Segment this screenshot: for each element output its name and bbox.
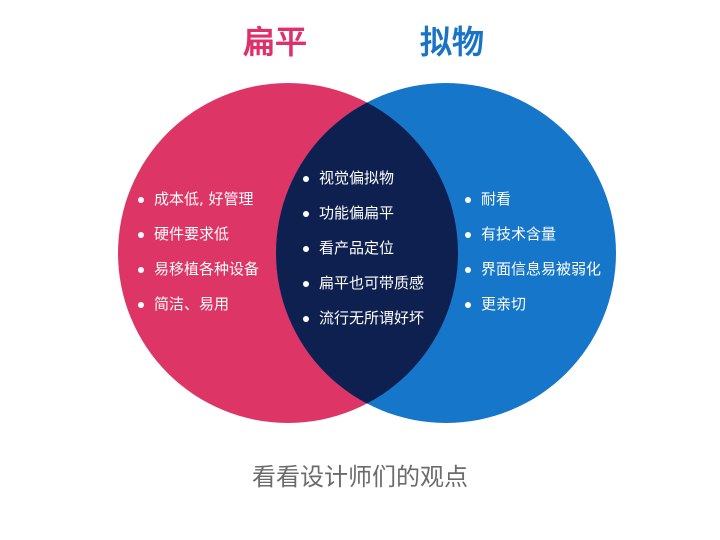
bullet-icon [465,197,471,203]
bullet-icon [465,267,471,273]
skeuomorphic-design-points: 耐看 有技术含量 界面信息易被弱化 更亲切 [465,182,601,322]
list-item-text: 更亲切 [481,295,527,313]
flat-design-title: 扁平 [243,23,308,61]
list-item-text: 界面信息易被弱化 [481,260,602,278]
list-item: 流行无所谓好坏 [303,301,424,336]
list-item-text: 耐看 [481,190,512,208]
list-item-text: 易移植各种设备 [154,260,260,278]
flat-design-points: 成本低, 好管理 硬件要求低 易移植各种设备 简洁、易用 [138,182,259,322]
bullet-icon [465,302,471,308]
list-item: 扁平也可带质感 [303,266,424,301]
overlap-region [276,83,458,423]
list-item: 易移植各种设备 [138,252,259,287]
list-item: 简洁、易用 [138,287,259,322]
bullet-icon [303,316,309,322]
list-item: 更亲切 [465,287,601,322]
list-item-text: 看产品定位 [319,239,395,257]
list-item-text: 有技术含量 [481,225,557,243]
bullet-icon [303,246,309,252]
list-item: 功能偏扁平 [303,196,424,231]
list-item-text: 硬件要求低 [154,225,230,243]
list-item-text: 扁平也可带质感 [319,274,425,292]
list-item-text: 视觉偏拟物 [319,169,395,187]
bullet-icon [303,281,309,287]
list-item: 成本低, 好管理 [138,182,259,217]
caption: 看看设计师们的观点 [252,463,468,491]
bullet-icon [138,302,144,308]
list-item: 视觉偏拟物 [303,161,424,196]
list-item: 界面信息易被弱化 [465,252,601,287]
bullet-icon [303,211,309,217]
overlap-points: 视觉偏拟物 功能偏扁平 看产品定位 扁平也可带质感 流行无所谓好坏 [303,161,424,336]
list-item-text: 成本低, 好管理 [154,190,254,208]
list-item: 硬件要求低 [138,217,259,252]
bullet-icon [138,197,144,203]
bullet-icon [138,232,144,238]
bullet-icon [465,232,471,238]
list-item-text: 功能偏扁平 [319,204,395,222]
bullet-icon [138,267,144,273]
list-item-text: 简洁、易用 [154,295,230,313]
list-item-text: 流行无所谓好坏 [319,309,425,327]
bullet-icon [303,176,309,182]
skeuomorphic-design-title: 拟物 [420,23,485,61]
list-item: 有技术含量 [465,217,601,252]
list-item: 耐看 [465,182,601,217]
list-item: 看产品定位 [303,231,424,266]
